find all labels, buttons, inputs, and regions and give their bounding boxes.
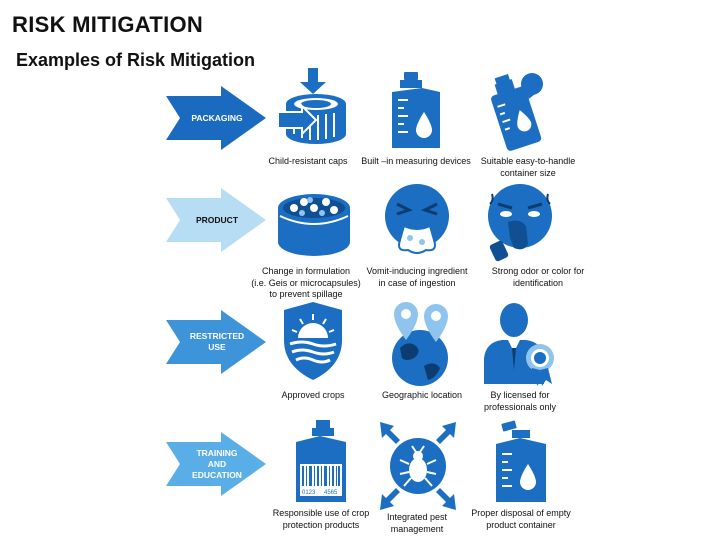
arrow-restricted-use: RESTRICTED USE <box>166 310 266 374</box>
caption-responsible-use: Responsible use of crop protection produ… <box>272 508 370 530</box>
caption-change-formulation: Change in formulation (i.e. Geis or micr… <box>251 266 361 299</box>
pest-target-icon <box>378 420 458 515</box>
arrow-label-product: PRODUCT <box>195 214 239 225</box>
licensed-professional-icon <box>480 300 560 391</box>
barcode-left-digits: 0123 <box>302 490 316 496</box>
child-resistant-cap-icon <box>276 68 356 155</box>
arrow-label-packaging: PACKAGING <box>191 112 243 123</box>
barcode-bottle-icon: 0123 4565 <box>290 418 352 509</box>
page-subtitle: Examples of Risk Mitigation <box>16 50 256 70</box>
measuring-bottle-icon <box>386 70 446 157</box>
arrow-product: PRODUCT <box>166 188 266 252</box>
vomit-face-icon <box>382 180 452 263</box>
arrow-label-training-education: TRAINING AND EDUCATION <box>192 447 242 480</box>
barcode-right-digits: 4565 <box>324 490 338 496</box>
caption-proper-disposal: Proper disposal of empty product contain… <box>471 508 571 530</box>
caption-approved-crops: Approved crops <box>281 390 345 400</box>
globe-location-icon <box>386 300 456 395</box>
caption-integrated-pest: Integrated pest management <box>386 512 448 534</box>
odor-face-icon <box>484 182 556 267</box>
gel-capsules-icon <box>274 186 354 269</box>
arrow-packaging: PACKAGING <box>166 86 266 150</box>
page-title: RISK MITIGATION <box>12 12 204 37</box>
caption-strong-odor: Strong odor or color for identification <box>491 266 585 288</box>
empty-container-icon <box>490 418 552 509</box>
caption-vomit-inducing: Vomit-inducing ingredient in case of ing… <box>366 266 468 288</box>
caption-licensed-professionals: By licensed for professionals only <box>483 390 557 412</box>
caption-geographic-location: Geographic location <box>381 390 463 400</box>
caption-child-resistant-caps: Child-resistant caps <box>268 156 348 166</box>
caption-container-size: Suitable easy-to-handle container size <box>480 156 576 178</box>
arrow-label-restricted-use: RESTRICTED USE <box>189 331 245 352</box>
caption-measuring-devices: Built –in measuring devices <box>361 156 471 166</box>
arrow-training-education: TRAINING AND EDUCATION <box>166 432 266 496</box>
crop-shield-icon <box>280 300 346 387</box>
container-size-icon <box>474 68 554 157</box>
